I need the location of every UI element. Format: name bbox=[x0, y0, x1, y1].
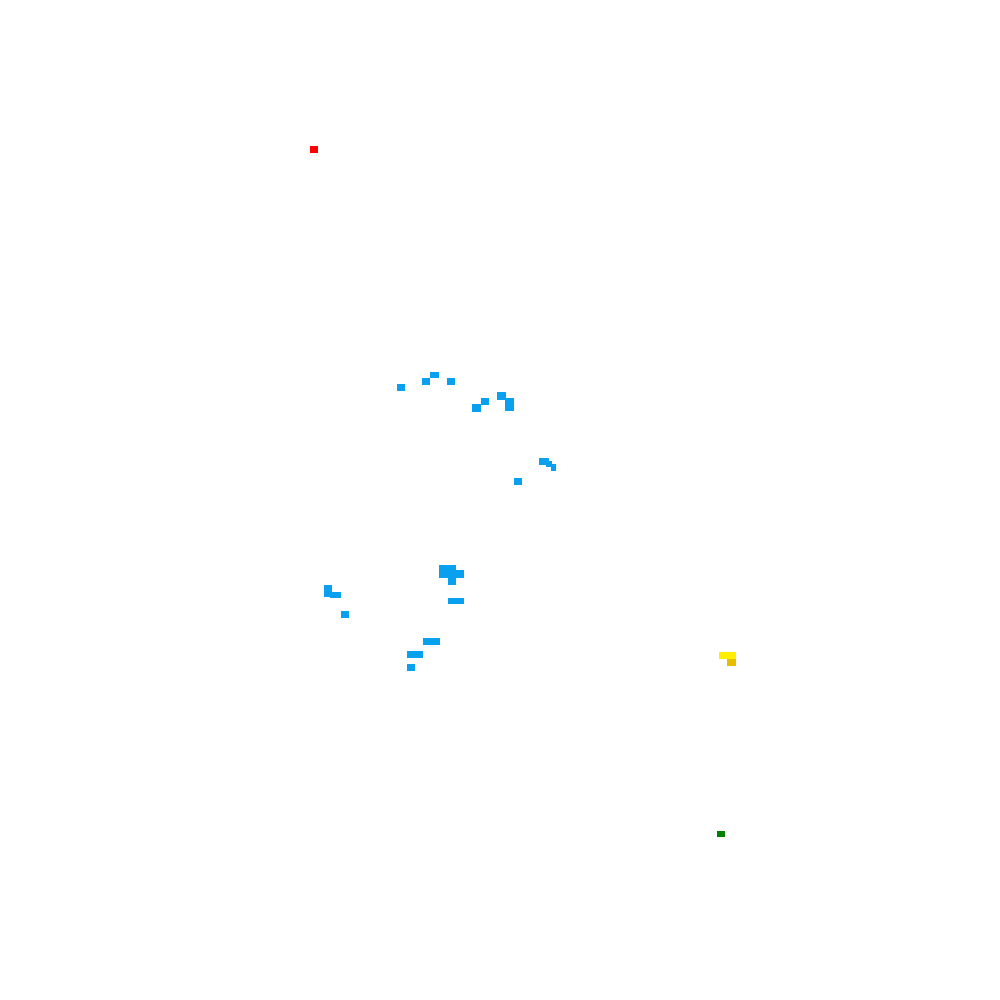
marker-layer bbox=[310, 146, 736, 837]
water-pixel bbox=[539, 458, 549, 465]
water-pixel bbox=[481, 398, 489, 405]
water-pixel bbox=[324, 585, 332, 597]
water-layer bbox=[324, 372, 556, 671]
water-pixel bbox=[505, 398, 514, 411]
water-pixel bbox=[430, 372, 439, 378]
water-pixel bbox=[551, 464, 556, 471]
water-pixel bbox=[330, 592, 341, 598]
water-pixel bbox=[423, 638, 440, 645]
water-pixel bbox=[447, 570, 464, 578]
water-pixel bbox=[341, 611, 349, 618]
water-pixel bbox=[407, 664, 415, 671]
water-pixel bbox=[447, 378, 455, 385]
goal-marker bbox=[717, 831, 725, 837]
water-pixel bbox=[546, 461, 552, 467]
water-pixel bbox=[407, 651, 423, 658]
water-pixel bbox=[472, 404, 481, 412]
water-pixel bbox=[397, 384, 405, 391]
item-marker bbox=[719, 652, 736, 659]
start-marker bbox=[310, 146, 318, 153]
item-marker-shade bbox=[727, 659, 736, 666]
water-pixel bbox=[422, 378, 430, 385]
water-pixel bbox=[514, 478, 522, 485]
water-pixel bbox=[448, 578, 456, 585]
water-pixel bbox=[497, 392, 506, 400]
water-pixel bbox=[448, 598, 464, 604]
